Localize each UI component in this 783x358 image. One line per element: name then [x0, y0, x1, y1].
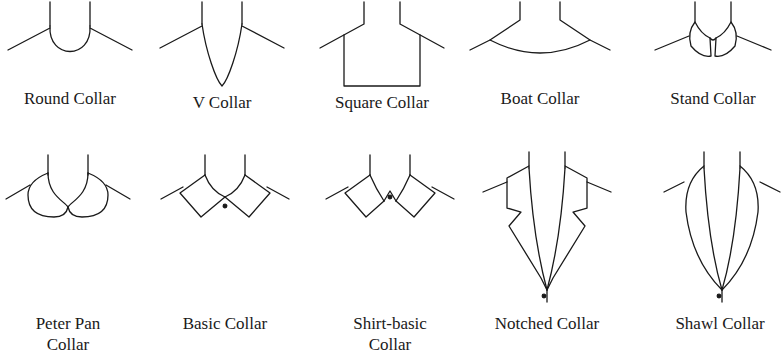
collar-label: V Collar — [162, 92, 282, 113]
v-collar-drawing — [160, 2, 284, 86]
notched-collar-drawing — [483, 152, 611, 302]
collar-label: Round Collar — [5, 88, 135, 109]
shawl-collar-drawing — [664, 152, 780, 302]
boat-collar-drawing — [470, 2, 610, 53]
collar-label: Boat Collar — [475, 88, 605, 109]
collar-label: Stand Collar — [648, 88, 778, 109]
peter-pan-collar-drawing — [6, 155, 130, 217]
stand-collar-drawing — [655, 2, 771, 56]
square-collar-drawing — [320, 2, 444, 86]
shirt-basic-collar-drawing — [326, 155, 454, 217]
collar-label: Square Collar — [317, 92, 447, 113]
collar-label: Shirt-basic Collar — [338, 313, 442, 355]
collar-label: Notched Collar — [477, 313, 617, 334]
collar-label: Shawl Collar — [660, 313, 780, 334]
round-collar-drawing — [8, 2, 132, 52]
collar-label: Peter Pan Collar — [18, 313, 118, 355]
basic-collar-drawing — [161, 155, 289, 217]
collar-label: Basic Collar — [160, 313, 290, 334]
